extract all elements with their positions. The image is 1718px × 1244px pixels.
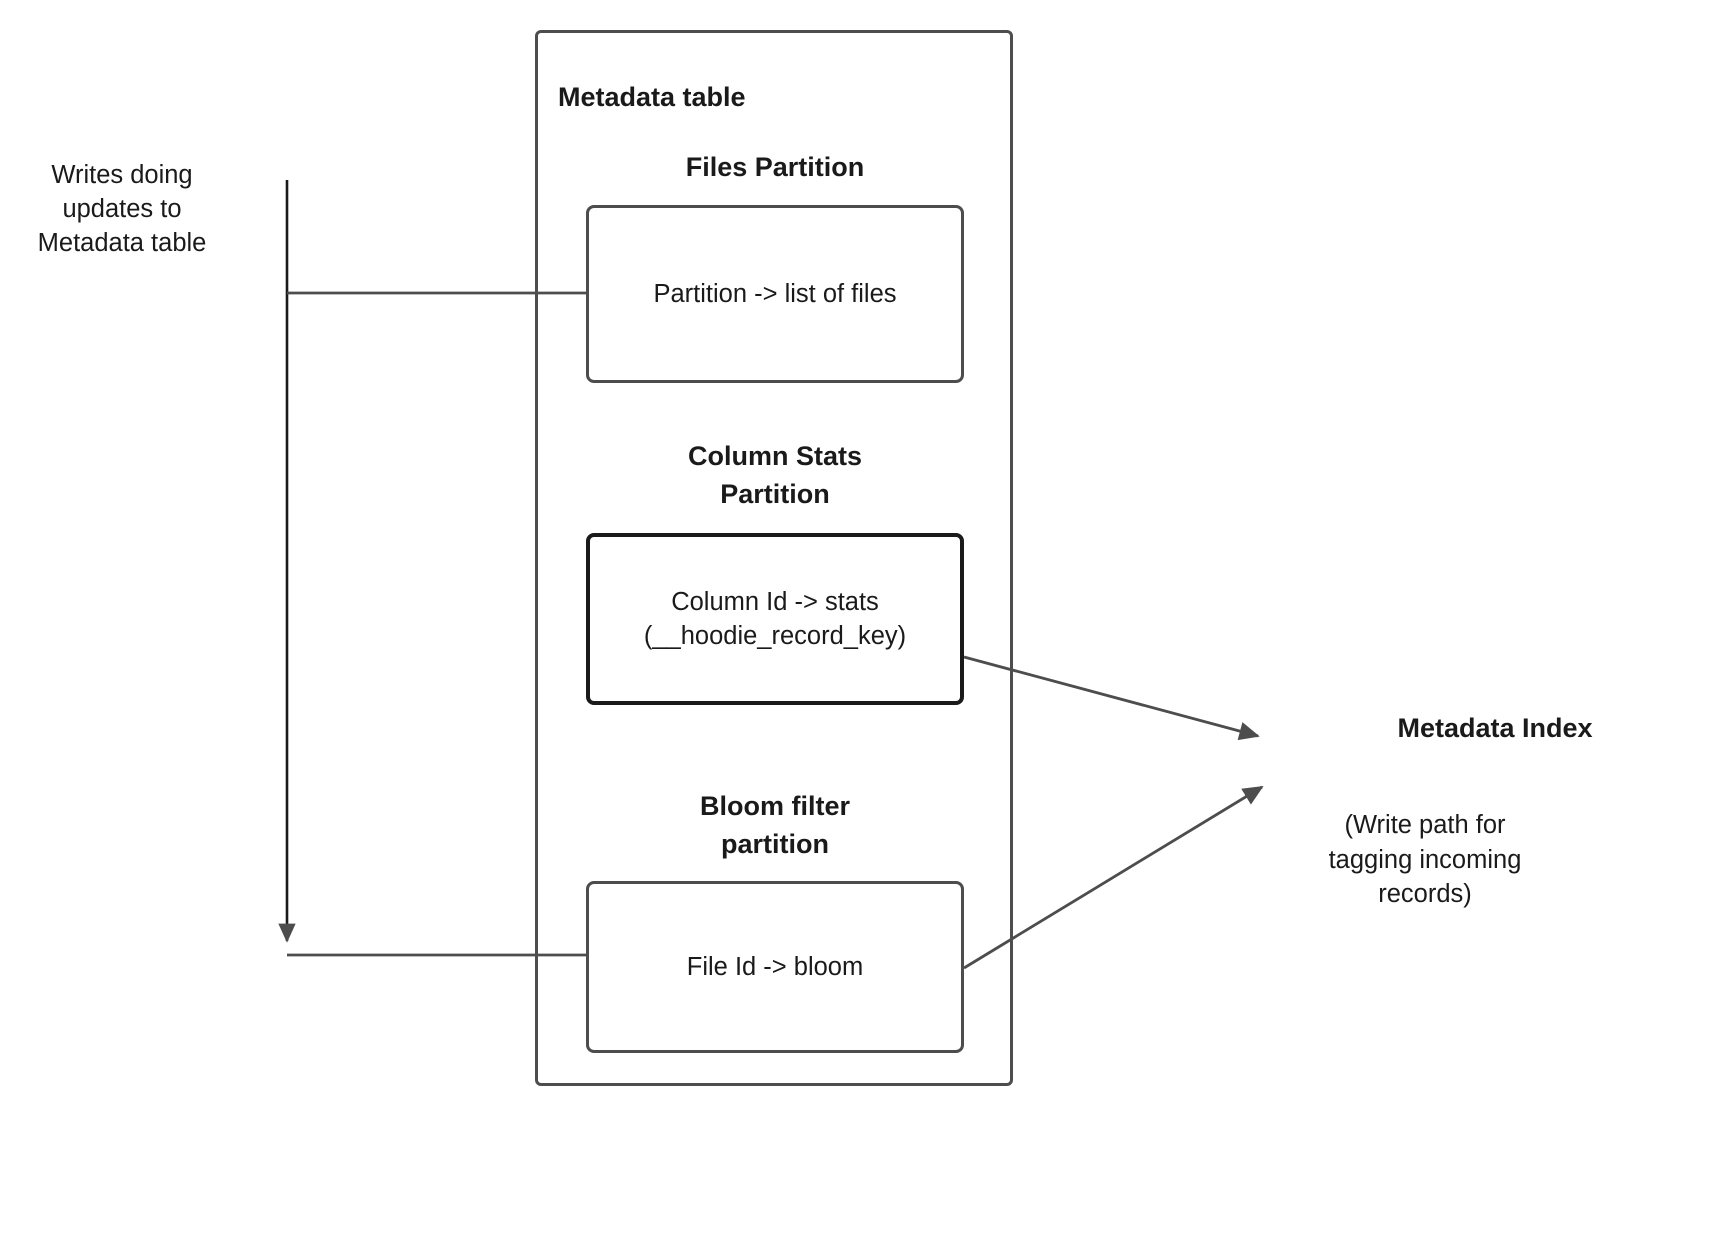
column-stats-partition-heading: Column Stats Partition	[687, 441, 862, 510]
bloom-filter-partition-heading: Bloom filter partition	[699, 791, 850, 860]
metadata-table-title: Metadata table	[558, 82, 746, 112]
files-partition-heading: Files Partition	[685, 152, 865, 182]
metadata-index-subtitle: (Write path for tagging incoming records…	[1328, 811, 1522, 909]
bloom-filter-partition-box: File Id -> bloom	[586, 881, 964, 1053]
files-partition-box: Partition -> list of files	[586, 205, 964, 383]
metadata-table-container	[535, 30, 1013, 1086]
metadata-index-title: Metadata Index	[1397, 713, 1593, 743]
column-stats-partition-box: Column Id -> stats (__hoodie_record_key)	[586, 533, 964, 705]
writes-doing-updates-label: Writes doing updates to Metadata table	[37, 161, 207, 258]
